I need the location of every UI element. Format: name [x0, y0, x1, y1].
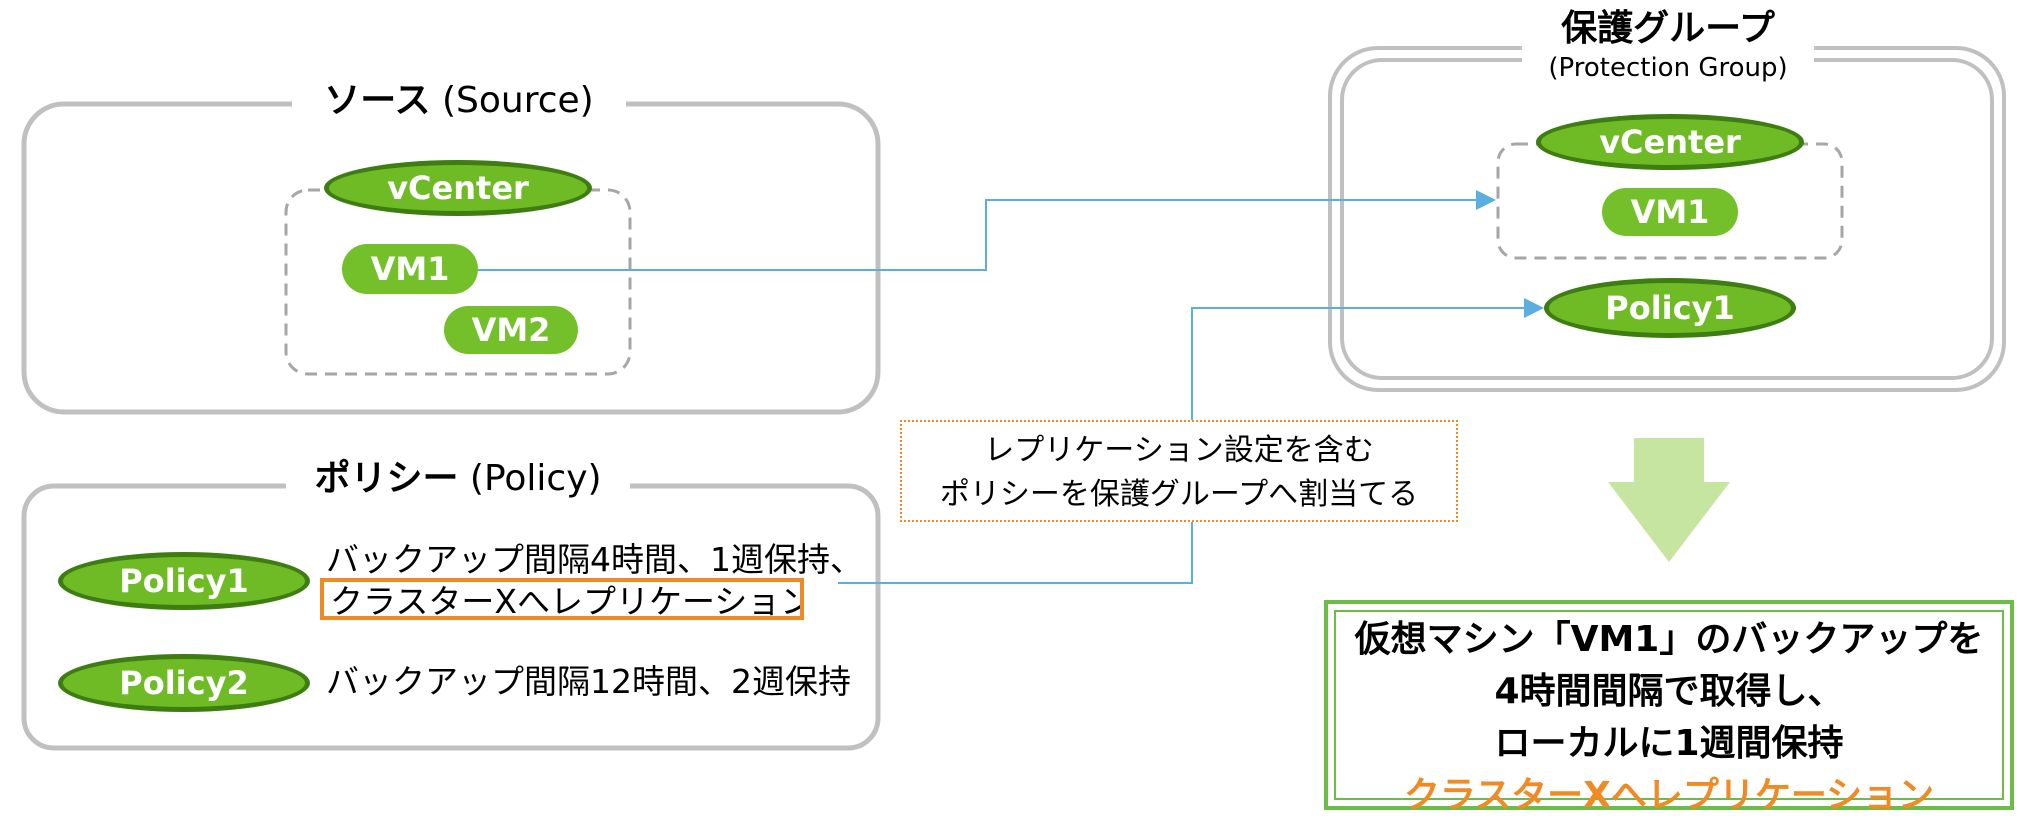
source-title-en: (Source): [441, 80, 594, 121]
policy1-node: Policy1: [58, 552, 310, 610]
result-line4: クラスターXへレプリケーション: [1403, 775, 1935, 816]
policy-title-en: (Policy): [469, 458, 602, 499]
vm1-assignment-arrow: [478, 190, 1496, 271]
policy2-description: バックアップ間隔12時間、2週保持: [326, 662, 851, 701]
assignment-callout: レプリケーション設定を含む ポリシーを保護グループへ割当てる: [900, 420, 1458, 522]
protection-group-title-ja: 保護グループ: [1561, 8, 1775, 49]
policy-title-ja: ポリシー: [314, 458, 459, 499]
source-title: ソース (Source): [292, 78, 626, 124]
result-box-inner: 仮想マシン「VM1」のバックアップを 4時間間隔で取得し、 ローカルに1週間保持…: [1334, 610, 2004, 816]
policy2-node: Policy2: [58, 654, 310, 712]
policy1-replication-highlight: クラスターXへレプリケーション: [320, 578, 804, 620]
result-line1: 仮想マシン「VM1」のバックアップを: [1354, 619, 1984, 660]
source-vcenter-node: vCenter: [324, 160, 592, 216]
protection-vcenter-node: vCenter: [1536, 114, 1804, 170]
protection-group-title: 保護グループ (Protection Group): [1522, 6, 1814, 84]
source-vm1-node: VM1: [342, 244, 478, 294]
result-box: 仮想マシン「VM1」のバックアップを 4時間間隔で取得し、 ローカルに1週間保持…: [1324, 600, 2014, 816]
source-title-ja: ソース: [324, 80, 431, 121]
callout-line2: ポリシーを保護グループへ割当てる: [939, 477, 1419, 512]
callout-line1: レプリケーション設定を含む: [984, 433, 1374, 468]
result-line3: ローカルに1週間保持: [1494, 723, 1844, 764]
protection-vm1-node: VM1: [1602, 188, 1738, 236]
protection-group-title-en: (Protection Group): [1548, 53, 1788, 83]
down-arrow-icon: [1608, 438, 1730, 562]
policy-panel-title: ポリシー (Policy): [286, 456, 630, 502]
result-line2: 4時間間隔で取得し、: [1494, 671, 1844, 712]
protection-policy1-node: Policy1: [1544, 278, 1796, 338]
policy1-description-line1: バックアップ間隔4時間、1週保持、: [326, 540, 863, 579]
source-vm2-node: VM2: [444, 306, 578, 354]
